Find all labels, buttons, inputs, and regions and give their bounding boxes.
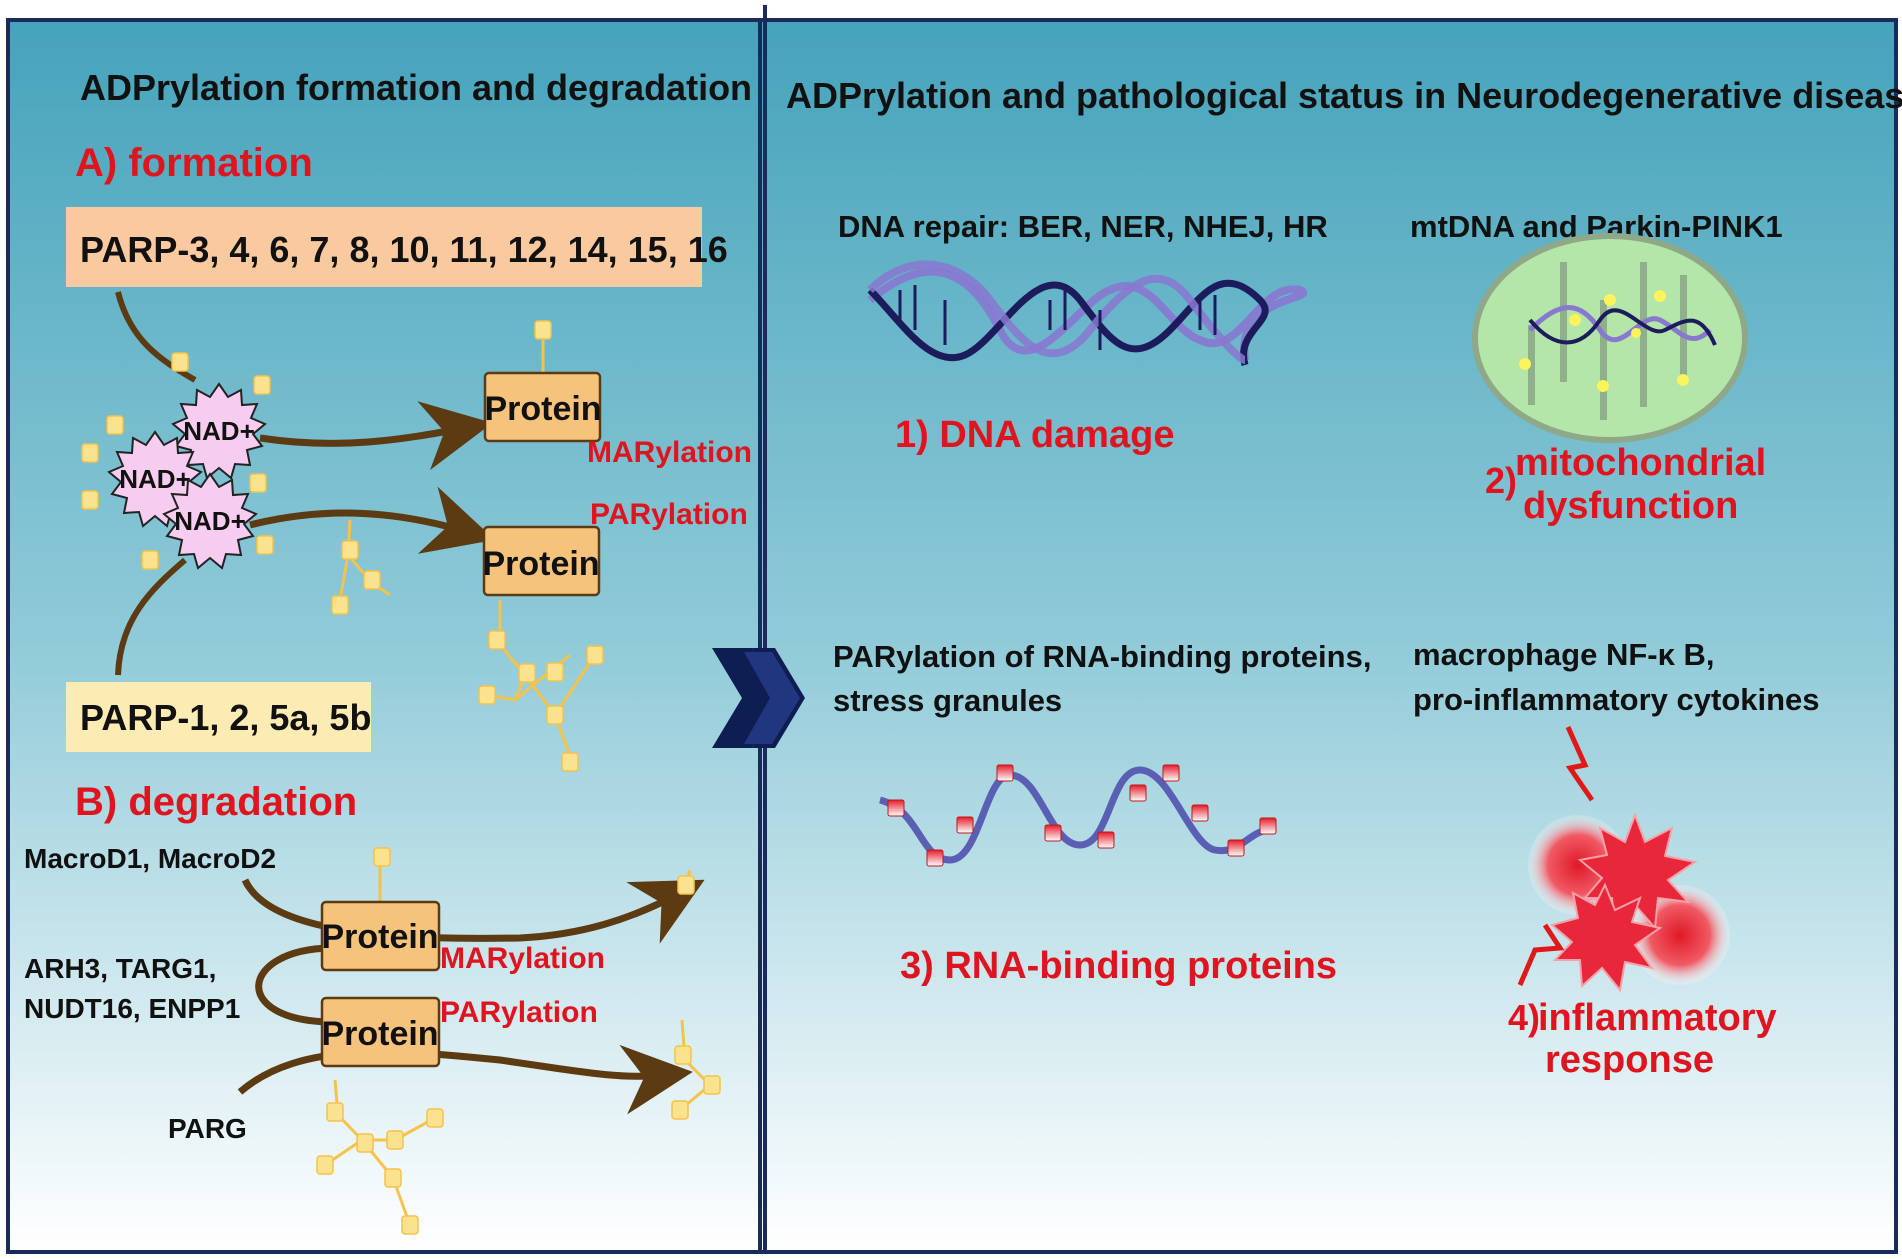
- rna-caption-line1: PARylation of RNA-binding proteins,: [833, 639, 1371, 674]
- parylation-label-formation: PARylation: [590, 498, 748, 531]
- inflammation-caption-line2: pro-inflammatory cytokines: [1413, 682, 1820, 717]
- degradation-heading: B) degradation: [75, 780, 357, 824]
- mar-formation-arrow: [259, 401, 493, 471]
- right-panel: [758, 18, 1898, 1254]
- dna-repair-caption: DNA repair: BER, NER, NHEJ, HR: [838, 209, 1328, 244]
- nad-star-top: NAD+: [171, 382, 267, 480]
- left-panel-title: ADPrylation formation and degradation: [80, 67, 752, 108]
- nad-cluster: NAD+ NAD+ NAD+: [81, 352, 274, 570]
- parp-mar-group-box: [66, 207, 702, 287]
- inflammation-label-line2: response: [1545, 1039, 1714, 1081]
- mito-label-line1: mitochondrial: [1515, 442, 1766, 484]
- protein-label-mar: Protein: [484, 390, 601, 428]
- protein-label-degradation-par: Protein: [321, 1015, 438, 1053]
- inflammation-caption-line1: macrophage NF-κ B,: [1413, 637, 1715, 672]
- inflammation-number: 4): [1508, 997, 1540, 1038]
- par-degradation-arrow: [237, 1044, 693, 1115]
- dna-helix-icon: [867, 260, 1307, 366]
- protein-label-par: Protein: [482, 545, 599, 583]
- enzymes-mid-line1: ARH3, TARG1,: [24, 953, 216, 984]
- chevron-double-icon: [712, 648, 805, 748]
- rna-caption-line2: stress granules: [833, 683, 1062, 718]
- parp-par-group-box: [66, 682, 371, 752]
- marylation-label-degradation: MARylation: [440, 942, 605, 975]
- inflammation-icon: [1517, 725, 1730, 993]
- dna-damage-label: 1) DNA damage: [895, 414, 1174, 456]
- parylation-label-degradation: PARylation: [440, 996, 598, 1029]
- protein-box-degradation-mar: Protein: [320, 900, 441, 972]
- enzyme-parg-label: PARG: [168, 1113, 247, 1144]
- nad-label-bottom: NAD+: [174, 506, 246, 536]
- mito-label-line2: dysfunction: [1523, 485, 1738, 527]
- par-formation-arrow: [249, 486, 495, 554]
- mar-degradation-arrow: [241, 878, 705, 944]
- nad-star-bottom: NAD+: [162, 472, 258, 570]
- marylation-label-formation: MARylation: [587, 436, 752, 469]
- protein-box-degradation-par: Protein: [320, 996, 441, 1068]
- loop-degradation-connector: [255, 944, 331, 1026]
- enzymes-mar-label: MacroD1, MacroD2: [24, 843, 276, 874]
- rna-binding-label: 3) RNA-binding proteins: [900, 945, 1337, 987]
- formation-heading: A) formation: [75, 141, 313, 185]
- right-panel-title: ADPrylation and pathological status in N…: [786, 75, 1902, 116]
- nad-label-top: NAD+: [183, 416, 255, 446]
- nad-label-left: NAD+: [119, 464, 191, 494]
- protein-box-par: Protein: [482, 525, 601, 597]
- protein-label-degradation-mar: Protein: [321, 918, 438, 956]
- parp-mar-group-label: PARP-3, 4, 6, 7, 8, 10, 11, 12, 14, 15, …: [80, 229, 728, 270]
- parp-par-connector: [115, 557, 187, 676]
- mito-number: 2): [1485, 460, 1517, 501]
- enzymes-mid-line2: NUDT16, ENPP1: [24, 993, 240, 1024]
- inflammation-label-line1: inflammatory: [1538, 997, 1777, 1039]
- parp-mar-connector: [115, 291, 197, 383]
- parp-par-group-label: PARP-1, 2, 5a, 5b: [80, 697, 371, 738]
- rna-strand-icon: [878, 764, 1277, 867]
- mitochondrion-icon: [1472, 233, 1748, 443]
- protein-box-mar: Protein: [483, 320, 602, 443]
